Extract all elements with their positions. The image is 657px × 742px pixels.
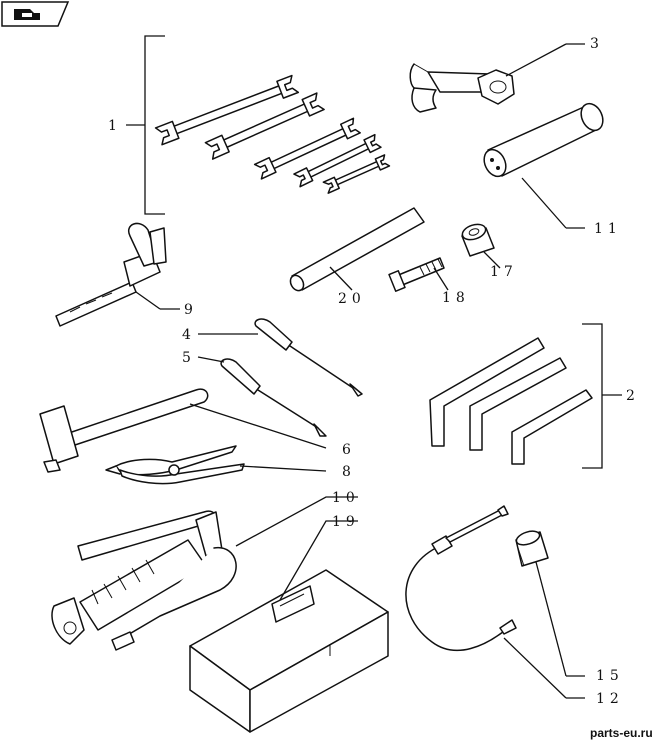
rod [289, 207, 425, 292]
callout-2: 2 [626, 388, 640, 404]
callout-15: 15 [596, 668, 624, 684]
coupler-sleeve [515, 530, 549, 567]
flexible-hose [405, 505, 517, 652]
grease-gun [51, 510, 237, 651]
callout-1: 1 [108, 118, 122, 134]
bolt [388, 257, 445, 292]
bushing [461, 223, 495, 257]
callout-18: 18 [442, 290, 470, 306]
callout-8: 8 [342, 464, 356, 480]
pliers [105, 445, 245, 485]
callout-10: 10 [332, 490, 360, 506]
callout-9: 9 [184, 302, 198, 318]
callout-5: 5 [182, 350, 196, 366]
book-return-icon [14, 9, 40, 20]
tube-handle [483, 102, 604, 178]
nav-back-button[interactable] [1, 1, 70, 27]
callout-6: 6 [342, 442, 356, 458]
screwdriver-large [254, 318, 363, 397]
toolbox [189, 569, 389, 733]
callout-17: 17 [490, 264, 518, 280]
callout-12: 12 [596, 691, 624, 707]
callout-20: 20 [338, 291, 366, 307]
site-watermark: parts-eu.ru [590, 726, 653, 740]
callout-4: 4 [182, 327, 196, 343]
wrench-set [154, 74, 391, 194]
callout-3: 3 [590, 36, 604, 52]
clamp-puller [55, 222, 167, 327]
hex-key-set [429, 337, 593, 465]
bracket-2 [582, 323, 603, 469]
box-socket-wrench [409, 63, 515, 113]
callout-19: 19 [332, 514, 360, 530]
hammer [39, 388, 209, 473]
screwdriver-small [220, 358, 327, 437]
callout-11: 11 [594, 221, 622, 237]
